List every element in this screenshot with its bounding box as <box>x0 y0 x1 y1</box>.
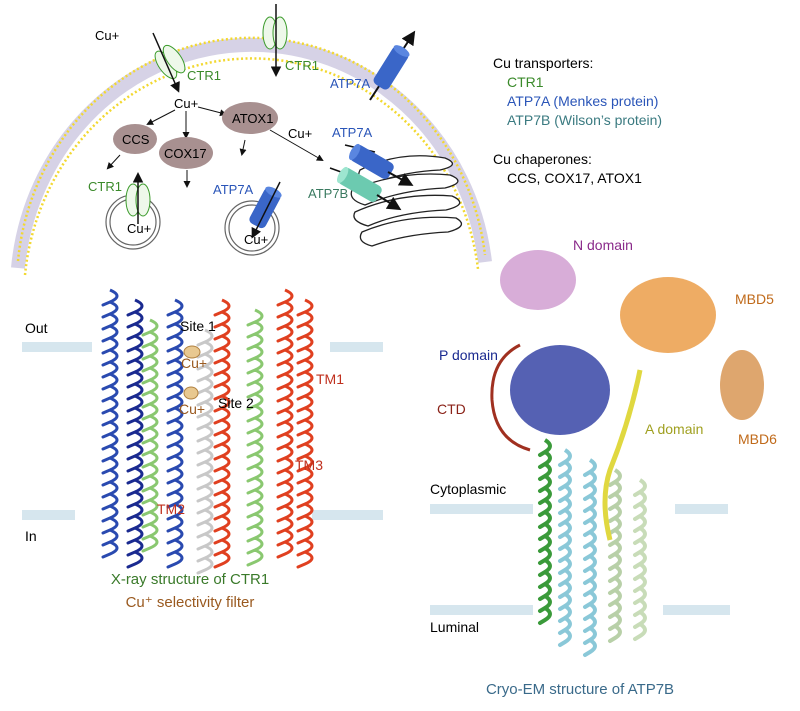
membrane-boundary <box>675 504 728 514</box>
helix-ribbon <box>633 478 647 641</box>
cu-ion-label: Cu+ <box>95 28 119 43</box>
mbd6-blob <box>720 350 764 420</box>
legend-chaperones: CCS, COX17, ATOX1 <box>507 170 642 186</box>
cox17-chaperone <box>159 137 213 169</box>
a-domain-helix <box>602 369 643 541</box>
ctr1-channel-icon <box>125 183 151 217</box>
membrane-boundary <box>330 342 383 352</box>
atp7b-label: ATP7B <box>308 186 348 201</box>
membrane-boundary <box>430 504 533 514</box>
helix-ribbon <box>558 448 572 647</box>
in-label: In <box>25 528 37 544</box>
membrane-boundary <box>312 510 383 520</box>
cu-ion-label: Cu+ <box>244 232 268 247</box>
helix-ribbon <box>246 308 264 567</box>
n-domain-blob <box>500 250 576 310</box>
cox17-label: COX17 <box>164 146 207 161</box>
cu-density <box>183 386 199 400</box>
plasma-membrane <box>11 36 492 276</box>
ctr1-channel-icon <box>154 44 186 80</box>
mbd5-blob <box>620 277 716 353</box>
atp7a-label: ATP7A <box>213 182 254 197</box>
cu-ion-label: Cu+ <box>174 96 198 111</box>
selectivity-caption: Cu⁺ selectivity filter <box>126 594 255 611</box>
legend: Cu transporters: CTR1 ATP7A (Menkes prot… <box>493 55 662 186</box>
site2-label: Site 2 <box>218 395 254 411</box>
n-domain-label: N domain <box>573 237 633 253</box>
cu1-label: Cu+ <box>181 355 207 371</box>
ccs-chaperone <box>113 124 157 154</box>
ctd-loop <box>490 343 531 452</box>
mbd5-label: MBD5 <box>735 291 774 307</box>
ctr1-label: CTR1 <box>187 68 221 83</box>
site1-label: Site 1 <box>180 318 216 334</box>
helix-ribbon <box>213 298 231 569</box>
tm1-label: TM1 <box>316 371 344 387</box>
cu2-label: Cu+ <box>179 401 205 417</box>
ccs-label: CCS <box>122 132 150 147</box>
p-domain-blob <box>510 345 610 435</box>
legend-ctr1: CTR1 <box>507 74 544 90</box>
a-domain-label: A domain <box>645 421 703 437</box>
atp7a-label: ATP7A <box>332 125 373 140</box>
helix-ribbon <box>296 298 314 569</box>
atp7b-caption: Cryo-EM structure of ATP7B <box>486 681 674 698</box>
ctr1-label: CTR1 <box>285 58 319 73</box>
legend-atp7a: ATP7A (Menkes protein) <box>507 93 658 109</box>
tm2-label: TM2 <box>157 501 185 517</box>
ctd-label: CTD <box>437 401 466 417</box>
atp7b-pump-icon <box>337 166 382 202</box>
cytoplasmic-label: Cytoplasmic <box>430 481 506 497</box>
cu-ion-label: Cu+ <box>288 126 312 141</box>
atp7b-structure <box>430 250 764 657</box>
legend-atp7b: ATP7B (Wilson’s protein) <box>507 112 662 128</box>
atox1-chaperone <box>222 102 278 134</box>
helix-ribbon <box>126 298 144 569</box>
luminal-label: Luminal <box>430 619 479 635</box>
helix-ribbon <box>276 288 294 559</box>
atp7a-pump-icon <box>373 45 410 90</box>
membrane-boundary <box>663 605 730 615</box>
membrane-boundary <box>22 510 75 520</box>
helix-ribbon <box>608 468 622 643</box>
atp7a-label: ATP7A <box>330 76 371 91</box>
cu-density <box>183 345 201 359</box>
atox1-label: ATOX1 <box>232 111 273 126</box>
helix-ribbon <box>196 328 214 575</box>
legend-transporters-title: Cu transporters: <box>493 55 593 71</box>
membrane-boundary <box>430 605 533 615</box>
ctr1-channel-icon <box>262 16 288 50</box>
ctr1-structure <box>22 288 383 575</box>
ctr1-caption: X-ray structure of CTR1 <box>111 571 269 588</box>
helix-ribbon <box>141 318 159 553</box>
helix-ribbon <box>538 438 552 625</box>
out-label: Out <box>25 320 48 336</box>
cu-ion-label: Cu+ <box>127 221 151 236</box>
atp7a-pump-icon <box>349 143 394 179</box>
legend-chaperones-title: Cu chaperones: <box>493 151 592 167</box>
ctr1-label: CTR1 <box>88 179 122 194</box>
p-domain-label: P domain <box>439 347 498 363</box>
helix-ribbon <box>101 288 119 559</box>
helix-ribbon <box>166 298 184 569</box>
helix-ribbon <box>583 458 597 657</box>
tm3-label: TM3 <box>295 457 323 473</box>
mbd6-label: MBD6 <box>738 431 777 447</box>
membrane-boundary <box>22 342 92 352</box>
